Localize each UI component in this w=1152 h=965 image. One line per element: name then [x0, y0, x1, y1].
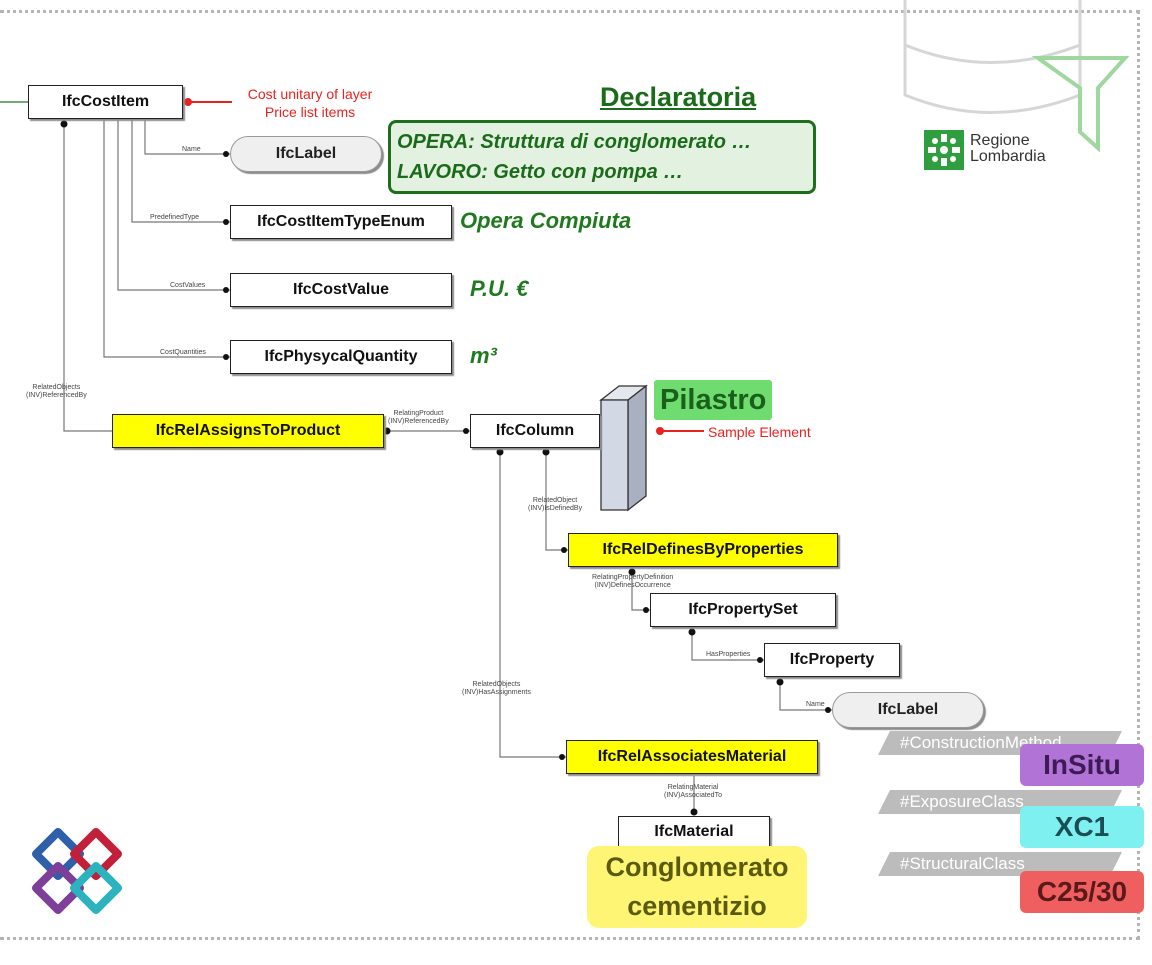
tag-value-xc1: XC1 — [1020, 806, 1144, 848]
edge-label-relating-material: RelatingMaterial (INV)AssociatedTo — [664, 784, 722, 800]
edge-label-predefined-type: PredefinedType — [150, 214, 200, 221]
edge-label-line: RelatingProduct — [393, 410, 444, 417]
annotation-pu-euro: P.U. € — [470, 276, 529, 301]
regione-line-1: Regione — [970, 132, 1030, 149]
edge-label-cost-values: CostValues — [170, 282, 206, 289]
conglomerato-line-1: Conglomerato — [605, 852, 789, 882]
database-icon — [903, 0, 1082, 114]
node-ifc-material[interactable]: IfcMaterial — [618, 816, 770, 848]
buildingsmart-logo-icon — [32, 828, 122, 914]
edge-label-related-objects-inv-referenced-by: RelatedObjects (INV)ReferencedBy — [26, 384, 87, 400]
edge-label-line: (INV)ReferencedBy — [26, 392, 87, 399]
edge-label-line: RelatedObject — [532, 497, 578, 504]
node-ifc-property[interactable]: IfcProperty — [764, 643, 900, 677]
tag-value-insitu: InSitu — [1020, 744, 1144, 786]
conglomerato-line-2: cementizio — [627, 891, 767, 921]
tag-structural-class: #StructuralClass — [878, 852, 1122, 876]
tag-value-c25-30: C25/30 — [1020, 871, 1144, 913]
edge-label-line: RelatingMaterial — [667, 784, 719, 791]
edge-label-line: (INV)ReferencedBy — [388, 418, 449, 425]
annotation-pilastro: Pilastro — [654, 380, 773, 420]
annotation-opera-compiuta: Opera Compiuta — [460, 208, 632, 233]
declaratoria-title: Declaratoria — [600, 82, 757, 112]
edge-label-name: Name — [182, 146, 201, 153]
node-ifc-cost-item-type-enum[interactable]: IfcCostItemTypeEnum — [230, 205, 452, 239]
edge-label-related-objects-has-assignments: RelatedObjects (INV)HasAssignments — [462, 681, 531, 697]
regione-line-2: Lombardia — [970, 148, 1046, 165]
edge-label-line: RelatedObjects — [32, 384, 81, 391]
declaratoria-opera: OPERA: Struttura di conglomerato … — [397, 131, 752, 153]
edge-label-line: (INV)AssociatedTo — [664, 792, 722, 799]
node-ifc-label-property-name[interactable]: IfcLabel — [832, 692, 984, 728]
edge-label-relating-property-definition: RelatingPropertyDefinition (INV)DefinesO… — [592, 574, 673, 590]
node-ifc-rel-associates-material[interactable]: IfcRelAssociatesMaterial — [566, 740, 818, 774]
node-ifc-rel-assigns-to-product[interactable]: IfcRelAssignsToProduct — [112, 414, 384, 448]
edge-label-cost-quantities: CostQuantities — [160, 349, 206, 356]
column-3d-icon — [599, 384, 648, 512]
node-ifc-cost-value[interactable]: IfcCostValue — [230, 273, 452, 307]
edge-label-line: (INV)IsDefinedBy — [528, 505, 583, 512]
note-line: Price list items — [264, 104, 356, 120]
note-sample-element: Sample Element — [708, 424, 811, 440]
funnel-icon — [1031, 56, 1130, 153]
edge-label-name-property: Name — [806, 701, 825, 708]
node-ifc-label-name[interactable]: IfcLabel — [230, 136, 382, 172]
edge-label-has-properties: HasProperties — [706, 651, 751, 658]
node-ifc-column[interactable]: IfcColumn — [470, 414, 600, 448]
node-ifc-rel-defines-by-properties[interactable]: IfcRelDefinesByProperties — [568, 533, 838, 567]
annotation-conglomerato-cementizio: Conglomerato cementizio — [587, 846, 807, 928]
note-cost-unitary: Cost unitary of layer Price list items — [232, 85, 388, 121]
note-line: Cost unitary of layer — [247, 86, 373, 102]
edge-label-line: RelatingPropertyDefinition — [592, 574, 674, 581]
edge-label-related-object: RelatedObject (INV)IsDefinedBy — [528, 497, 582, 513]
edge-label-relating-product: RelatingProduct (INV)ReferencedBy — [388, 410, 449, 426]
node-ifc-property-set[interactable]: IfcPropertySet — [650, 593, 836, 627]
regione-lombardia-label: Regione Lombardia — [970, 133, 1046, 165]
node-ifc-physycal-quantity[interactable]: IfcPhysycalQuantity — [230, 340, 452, 374]
edge-label-line: (INV)HasAssignments — [462, 689, 531, 696]
annotation-m3: m³ — [470, 343, 497, 368]
edge-label-line: (INV)DefinesOccurrence — [594, 582, 671, 589]
diagram-frame — [0, 10, 1140, 940]
declaratoria-lavoro: LAVORO: Getto con pompa … — [397, 161, 684, 183]
node-ifc-cost-item[interactable]: IfcCostItem — [28, 85, 183, 119]
regione-lombardia-logo-icon — [924, 130, 964, 170]
declaratoria-box: OPERA: Struttura di conglomerato … LAVOR… — [388, 120, 816, 194]
edge-label-line: RelatedObjects — [472, 681, 521, 688]
